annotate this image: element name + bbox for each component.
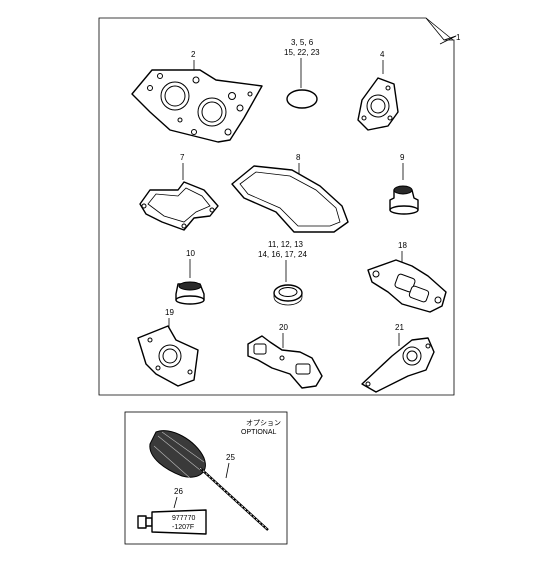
part-8-rocker-cover-gasket: 8 (231, 153, 349, 233)
part-25-label: 25 (226, 453, 235, 462)
part-20-label: 20 (279, 323, 288, 332)
kit-number-label: 1 (456, 33, 461, 42)
part-10-seal-ring: 10 (175, 249, 205, 305)
part-3-o-ring: 3, 5, 6 15, 22, 23 (284, 38, 320, 109)
part-8-label: 8 (296, 153, 301, 162)
tube-code-line1: 977770 (172, 515, 195, 522)
part-21-plate-gasket: 21 (361, 323, 435, 393)
part-11-washer: 11, 12, 13 14, 16, 17, 24 (258, 240, 307, 306)
part-11-label-line2: 14, 16, 17, 24 (258, 250, 307, 259)
kit-callout: 1 (439, 33, 461, 45)
part-2-label: 2 (191, 50, 196, 59)
optional-frame: オプション OPTIONAL (124, 411, 288, 545)
tube-code-line2: -1207F (172, 524, 194, 531)
part-9-label: 9 (400, 153, 405, 162)
part-18-manifold-gasket: 18 (367, 241, 447, 313)
part-3-label-line2: 15, 22, 23 (284, 48, 320, 57)
part-2-head-gasket: 2 (131, 50, 263, 143)
optional-label-jp: オプション (246, 419, 281, 427)
part-25-cleaning-brush: 25 (149, 430, 269, 531)
part-21-label: 21 (395, 323, 404, 332)
part-26-sealant-tube: 26 977770 -1207F (137, 487, 207, 535)
part-3-label: 3, 5, 6 (291, 38, 314, 47)
part-11-label: 11, 12, 13 (268, 240, 304, 249)
part-4-cover-gasket: 4 (357, 50, 399, 131)
part-10-label: 10 (186, 249, 195, 258)
part-7-label: 7 (180, 153, 185, 162)
part-4-label: 4 (380, 50, 385, 59)
part-20-exhaust-gasket: 20 (247, 323, 323, 389)
optional-label-en: OPTIONAL (241, 429, 277, 436)
part-19-flange-gasket: 19 (137, 308, 199, 387)
part-9-valve-stem-seal: 9 (389, 153, 419, 215)
part-19-label: 19 (165, 308, 174, 317)
part-18-label: 18 (398, 241, 407, 250)
part-26-label: 26 (174, 487, 183, 496)
part-7-housing-gasket: 7 (139, 153, 219, 231)
